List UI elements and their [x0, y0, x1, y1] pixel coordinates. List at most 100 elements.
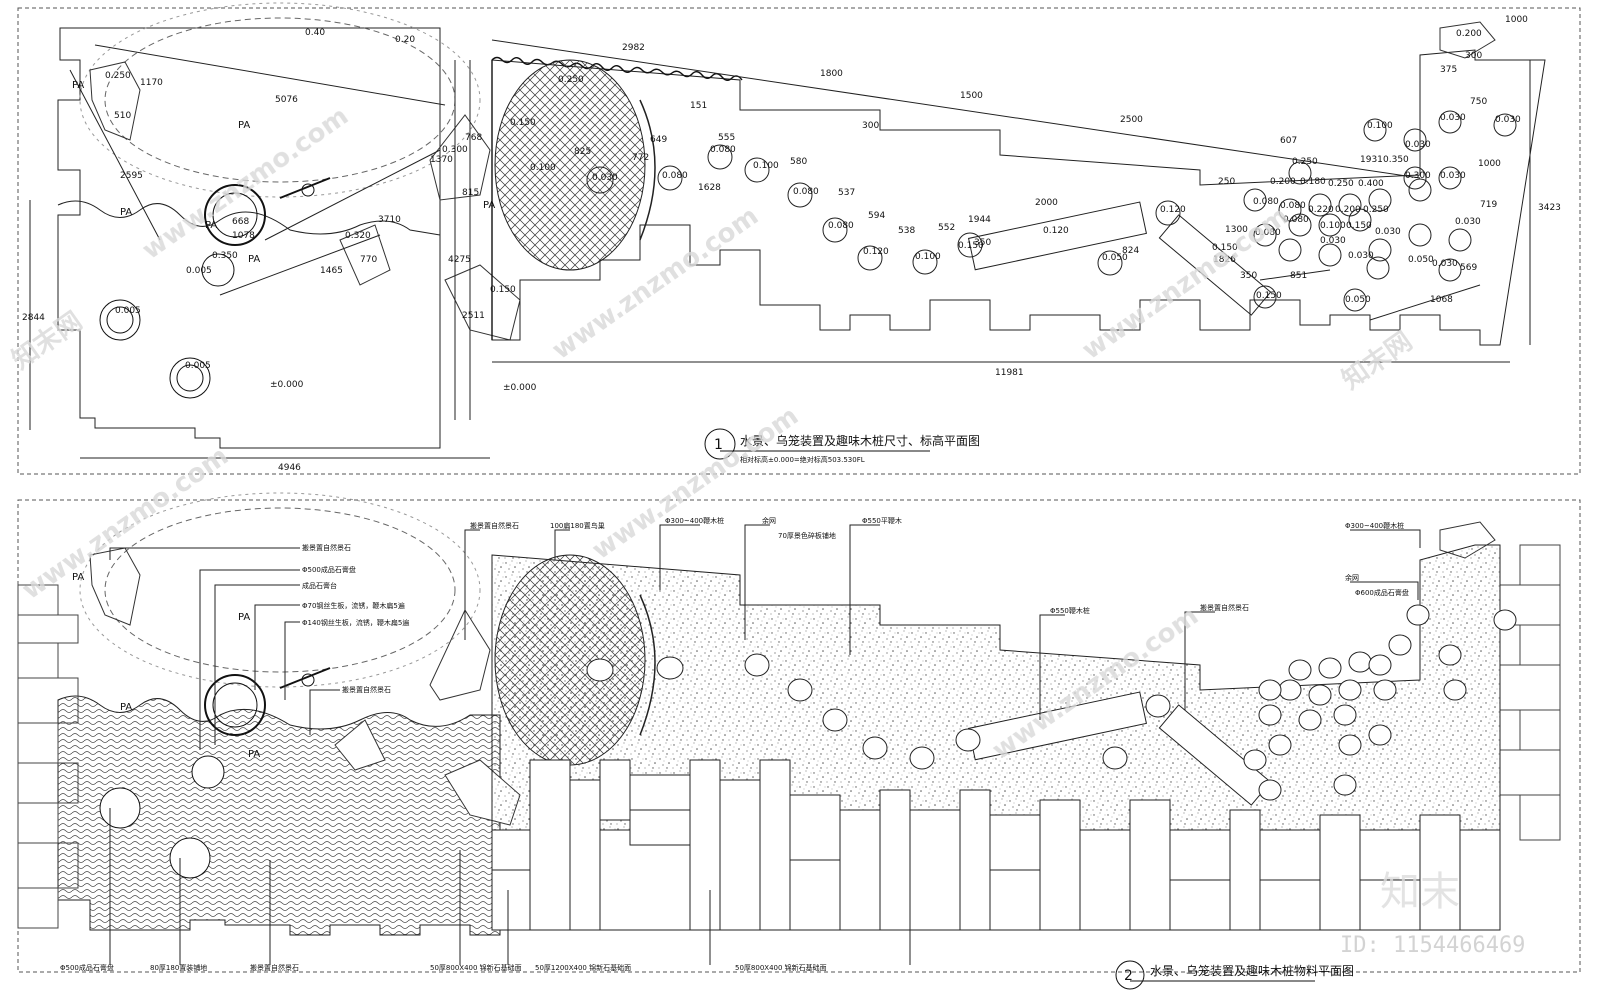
svg-text:1500: 1500 [960, 91, 983, 101]
svg-text:750: 750 [1470, 97, 1487, 107]
plan-1-basin-3 [169, 357, 211, 399]
svg-text:3710: 3710 [378, 215, 401, 225]
plan-2-water [57, 695, 501, 936]
svg-text:0.400: 0.400 [1358, 179, 1384, 189]
svg-text:0.080: 0.080 [1280, 201, 1306, 211]
svg-text:0.20: 0.20 [395, 35, 415, 45]
svg-text:Φ500成品石膏盘: Φ500成品石膏盘 [302, 565, 356, 574]
plan-1-bird-cage [204, 184, 266, 246]
plan-2: 搬景置自然景石 Φ500成品石膏盘 成品石膏台 Φ70钢丝生板，流锈，鞭木扁5遍… [17, 492, 1581, 990]
svg-text:0.100: 0.100 [753, 161, 779, 171]
svg-text:0.100: 0.100 [1367, 121, 1393, 131]
svg-text:300: 300 [862, 121, 879, 131]
svg-text:0.250: 0.250 [1328, 179, 1354, 189]
svg-text:0.080: 0.080 [1283, 215, 1309, 225]
svg-text:0.350: 0.350 [212, 251, 238, 261]
plan-2-number-circle [1115, 960, 1145, 990]
svg-text:350: 350 [974, 238, 991, 248]
svg-text:594: 594 [868, 211, 885, 221]
svg-text:0.080: 0.080 [662, 171, 688, 181]
plan-1-rock [1439, 21, 1496, 59]
svg-text:1944: 1944 [968, 215, 991, 225]
svg-text:0.300: 0.300 [442, 145, 468, 155]
svg-text:4946: 4946 [278, 463, 301, 473]
svg-text:2982: 2982 [622, 43, 645, 53]
svg-text:0.030: 0.030 [1405, 140, 1431, 150]
svg-text:50厚800X400 锦新石基础面: 50厚800X400 锦新石基础面 [430, 963, 522, 972]
svg-text:552: 552 [938, 223, 955, 233]
svg-text:0.150: 0.150 [1212, 243, 1238, 253]
svg-text:PA: PA [238, 120, 250, 131]
svg-text:搬景置自然景石: 搬景置自然景石 [470, 521, 519, 530]
svg-text:825: 825 [574, 147, 591, 157]
svg-text:1068: 1068 [1430, 295, 1453, 305]
watermark-id: ID: 1154466469 [1340, 933, 1525, 958]
plan-2-paving [491, 759, 1501, 931]
svg-text:50厚1200X400 锦新石基础面: 50厚1200X400 锦新石基础面 [535, 963, 631, 972]
svg-text:0.030: 0.030 [1320, 236, 1346, 246]
svg-text:350: 350 [1240, 271, 1257, 281]
plan-1-pa-labels: PA PA PA PA PA PA [72, 80, 495, 265]
svg-text:0.100: 0.100 [1320, 221, 1346, 231]
svg-text:0.100: 0.100 [530, 163, 556, 173]
plan-1-stumps [586, 110, 1517, 312]
svg-text:0.150: 0.150 [958, 241, 984, 251]
plan-1-number: 1 [714, 437, 723, 453]
svg-text:0.350: 0.350 [1383, 155, 1409, 165]
svg-text:2844: 2844 [22, 313, 45, 323]
plan-1-subtitle: 相对标高±0.000=绝对标高503.530FL [740, 455, 865, 464]
svg-text:PA: PA [72, 572, 84, 583]
svg-text:PA: PA [120, 207, 132, 218]
svg-text:0.005: 0.005 [115, 306, 141, 316]
svg-text:www.znzmo.com: www.znzmo.com [1077, 201, 1294, 366]
plan-2-title: 水景、乌笼装置及趣味木桩物料平面图 [1150, 963, 1354, 978]
plan-1-title-block: 1 水景、乌笼装置及趣味木桩尺寸、标高平面图 相对标高±0.000=绝对标高50… [704, 428, 980, 464]
plan-2-title-block: 2 水景、乌笼装置及趣味木桩物料平面图 [1115, 960, 1354, 990]
svg-text:0.120: 0.120 [1160, 205, 1186, 215]
svg-text:0.200: 0.200 [1270, 177, 1296, 187]
svg-text:100扁180置鸟巢: 100扁180置鸟巢 [550, 521, 605, 530]
svg-text:Φ300~400鞭木桩: Φ300~400鞭木桩 [1345, 521, 1404, 530]
svg-text:PA: PA [238, 612, 250, 623]
plan-2-tree-hatch [494, 554, 646, 766]
svg-text:www.znzmo.com: www.znzmo.com [17, 441, 234, 606]
svg-text:70厚景色碎板铺地: 70厚景色碎板铺地 [778, 531, 836, 540]
svg-text:成品石膏台: 成品石膏台 [302, 581, 337, 590]
plan-2-basin [99, 787, 141, 829]
plan-1-basin [201, 253, 235, 287]
svg-text:1800: 1800 [820, 69, 843, 79]
plan-1-basin-2 [99, 299, 141, 341]
svg-text:Φ550鞭木桩: Φ550鞭木桩 [1050, 606, 1090, 615]
svg-text:851: 851 [1290, 271, 1307, 281]
svg-text:772: 772 [632, 153, 649, 163]
svg-text:50厚800X400 锦新石基础面: 50厚800X400 锦新石基础面 [735, 963, 827, 972]
plan-2-number: 2 [1124, 968, 1133, 984]
svg-text:80厚180置装铺地: 80厚180置装铺地 [150, 963, 207, 972]
svg-text:4275: 4275 [448, 255, 471, 265]
svg-text:1000: 1000 [1505, 15, 1528, 25]
svg-text:0.050: 0.050 [1345, 295, 1371, 305]
svg-text:PA: PA [248, 749, 260, 760]
plan-1-frame [17, 7, 1581, 475]
plan-1-title: 水景、乌笼装置及趣味木桩尺寸、标高平面图 [740, 433, 980, 448]
svg-text:0.050: 0.050 [1408, 255, 1434, 265]
plan-2-pa-labels: PA PA PA PA [72, 572, 260, 760]
svg-text:1628: 1628 [698, 183, 721, 193]
svg-text:0.250: 0.250 [558, 75, 584, 85]
svg-text:0.030: 0.030 [1348, 251, 1374, 261]
svg-text:0.030: 0.030 [1495, 115, 1521, 125]
svg-text:3423: 3423 [1538, 203, 1561, 213]
svg-text:0.150: 0.150 [510, 118, 536, 128]
svg-text:www.znzmo.com: www.znzmo.com [587, 401, 804, 566]
plan-2-stumps [586, 604, 1517, 801]
svg-text:Φ600成品石膏盘: Φ600成品石膏盘 [1355, 588, 1409, 597]
svg-text:0.120: 0.120 [863, 247, 889, 257]
plan-2-rock [429, 608, 491, 701]
svg-text:580: 580 [790, 157, 807, 167]
svg-text:1300: 1300 [1225, 225, 1248, 235]
svg-text:PA: PA [248, 254, 260, 265]
svg-text:1931: 1931 [1360, 155, 1383, 165]
plan-1-deck-outline [491, 49, 1546, 346]
svg-text:0.030: 0.030 [1440, 171, 1466, 181]
